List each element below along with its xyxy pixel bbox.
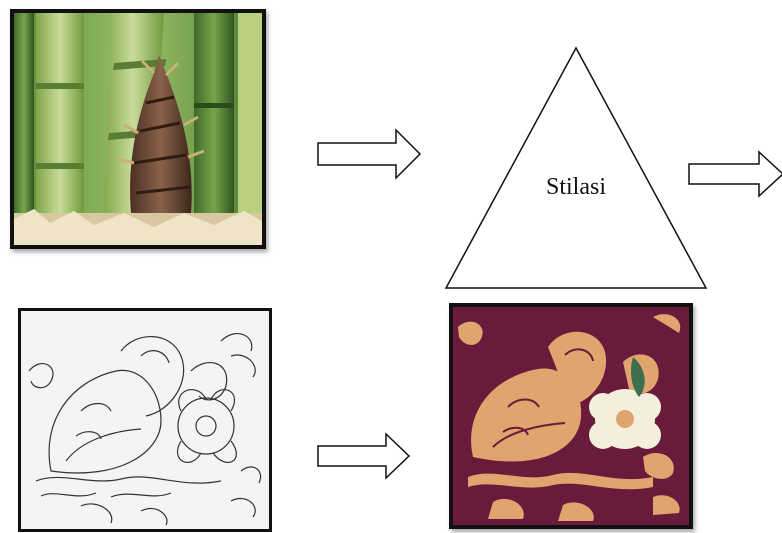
batik-fabric-image	[453, 307, 689, 525]
line-drawing-image	[21, 311, 269, 529]
bamboo-shoot-image	[14, 13, 262, 245]
stilasi-triangle	[440, 44, 712, 292]
arrow-right-1	[316, 128, 424, 180]
arrow-right-3	[316, 432, 411, 480]
stilasi-label: Stilasi	[520, 174, 632, 201]
arrow-right-2	[687, 150, 782, 198]
batik-fabric-photo	[449, 303, 693, 529]
sketch-drawing	[18, 308, 272, 532]
bamboo-shoot-photo	[10, 9, 266, 249]
